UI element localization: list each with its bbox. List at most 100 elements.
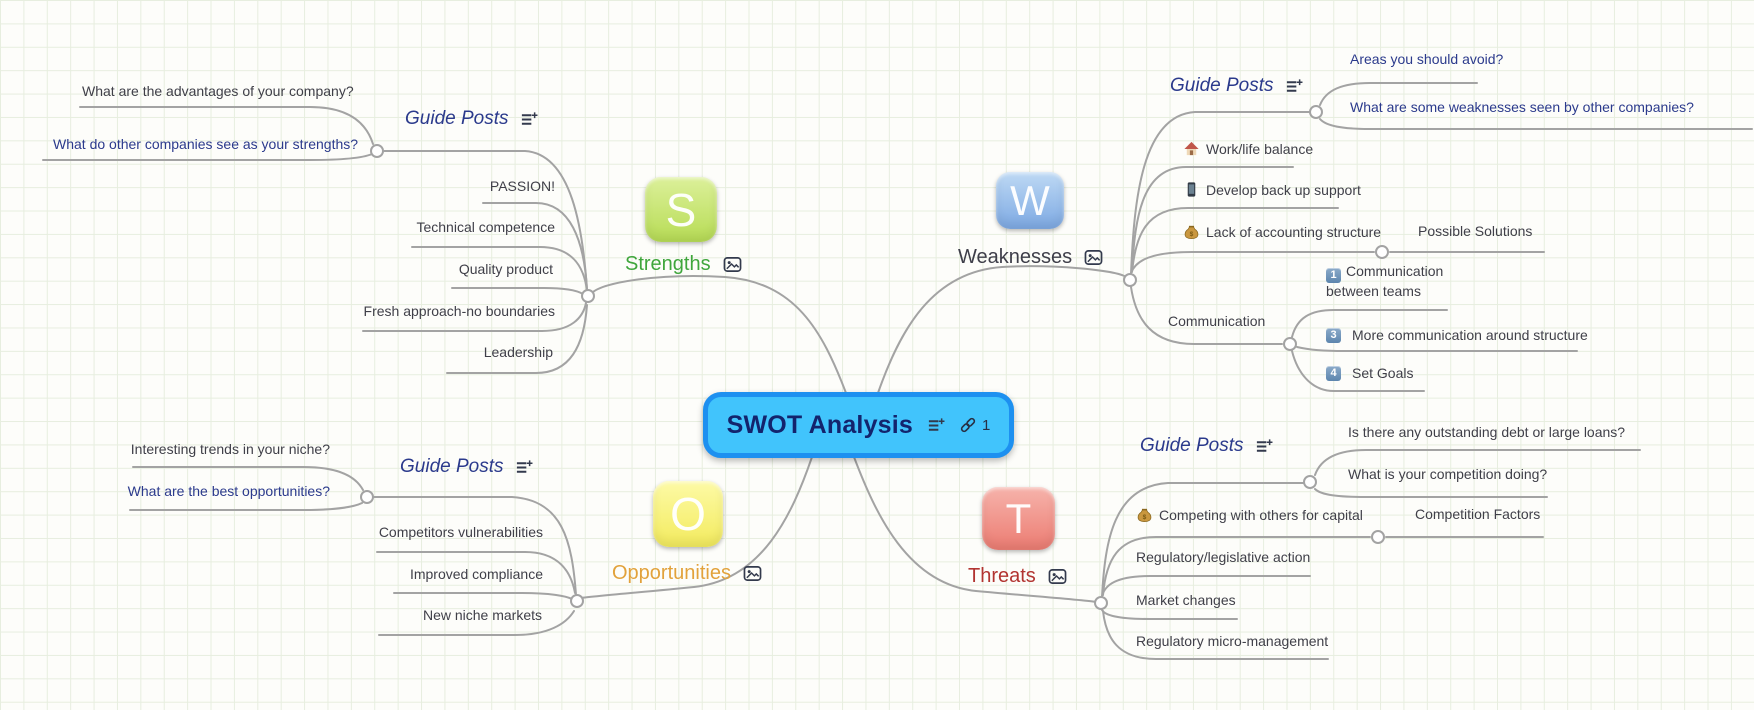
opportunities-question-1[interactable]: Interesting trends in your niche?	[130, 441, 330, 457]
connector-weaknesses-q2	[1319, 118, 1753, 130]
note-icon[interactable]	[926, 417, 945, 434]
money-bag-icon	[1136, 506, 1153, 523]
note-icon[interactable]	[1284, 78, 1303, 95]
threats-question-1[interactable]: Is there any outstanding debt or large l…	[1348, 424, 1626, 440]
connector-weaknesses	[877, 265, 1127, 394]
note-icon[interactable]	[514, 459, 533, 476]
threats-item-micro[interactable]: Regulatory micro-management	[1136, 633, 1329, 649]
weaknesses-item-possible-solutions[interactable]: Possible Solutions	[1418, 223, 1533, 239]
opportunities-guideposts-toggle[interactable]	[360, 490, 374, 504]
opportunities-letter-badge[interactable]: O	[653, 481, 723, 547]
communication-toggle[interactable]	[1283, 337, 1297, 351]
image-icon[interactable]	[1048, 568, 1067, 585]
connector-communication	[1130, 286, 1283, 345]
house-icon	[1183, 140, 1200, 157]
opportunities-item-compliance[interactable]: Improved compliance	[409, 566, 543, 582]
strengths-letter-badge[interactable]: S	[645, 177, 717, 242]
note-icon[interactable]	[519, 111, 538, 128]
weaknesses-node[interactable]: Weaknesses	[958, 246, 1103, 269]
opportunities-letter: O	[670, 488, 706, 540]
weaknesses-guideposts-label: Guide Posts	[1170, 75, 1274, 96]
connector-micro	[1102, 610, 1329, 660]
opportunities-guideposts-node[interactable]: Guide Posts	[400, 456, 533, 478]
strengths-question-1[interactable]: What are the advantages of your company?	[82, 83, 354, 99]
connector-newniche	[378, 610, 575, 636]
image-icon[interactable]	[743, 565, 762, 582]
threats-node[interactable]: Threats	[968, 565, 1067, 588]
weaknesses-item-accounting[interactable]: Lack of accounting structure	[1183, 223, 1381, 240]
connector-fresh	[362, 302, 587, 332]
opportunities-question-2[interactable]: What are the best opportunities?	[127, 483, 330, 499]
accounting-toggle[interactable]	[1375, 245, 1389, 259]
weaknesses-item-backup[interactable]: Develop back up support	[1183, 181, 1361, 198]
connector-weaknesses-guideposts	[1130, 111, 1311, 275]
strengths-question-2[interactable]: What do other companies see as your stre…	[53, 136, 359, 152]
opportunities-label: Opportunities	[612, 562, 731, 584]
opportunities-hub-toggle[interactable]	[570, 594, 584, 608]
weaknesses-label: Weaknesses	[958, 246, 1073, 268]
threats-item-reg-action[interactable]: Regulatory/legislative action	[1136, 549, 1311, 565]
weaknesses-hub-toggle[interactable]	[1123, 273, 1137, 287]
weaknesses-letter: W	[1010, 176, 1050, 224]
threats-question-2[interactable]: What is your competition doing?	[1348, 466, 1548, 482]
image-icon[interactable]	[723, 256, 742, 273]
opportunities-guideposts-label: Guide Posts	[400, 456, 504, 477]
strengths-guideposts-label: Guide Posts	[405, 108, 509, 129]
threats-guideposts-label: Guide Posts	[1140, 435, 1244, 456]
strengths-guideposts-node[interactable]: Guide Posts	[405, 108, 538, 130]
threats-guideposts-toggle[interactable]	[1303, 475, 1317, 489]
connector-reg-action	[1101, 575, 1311, 597]
strengths-item-quality[interactable]: Quality product	[458, 261, 553, 277]
connector-backup	[1131, 207, 1339, 273]
connector-comm4	[1291, 350, 1425, 392]
strengths-guideposts-toggle[interactable]	[370, 144, 384, 158]
weaknesses-question-1[interactable]: Areas you should avoid?	[1350, 51, 1504, 67]
strengths-item-leadership[interactable]: Leadership	[483, 344, 553, 360]
weaknesses-question-2[interactable]: What are some weaknesses seen by other c…	[1350, 99, 1694, 115]
threats-letter-badge[interactable]: T	[982, 487, 1055, 550]
connector-market	[1101, 609, 1238, 620]
opportunities-node[interactable]: Opportunities	[612, 562, 762, 585]
compete-toggle[interactable]	[1371, 530, 1385, 544]
connector-quality	[451, 287, 584, 295]
connector-opportunities-guideposts	[372, 496, 577, 596]
threats-letter: T	[1005, 494, 1032, 542]
link-icon[interactable]	[958, 415, 978, 435]
connector-accounting	[1130, 251, 1375, 274]
weaknesses-guideposts-toggle[interactable]	[1309, 105, 1323, 119]
strengths-item-fresh[interactable]: Fresh approach-no boundaries	[363, 303, 555, 319]
strengths-item-technical[interactable]: Technical competence	[416, 219, 555, 235]
threats-guideposts-node[interactable]: Guide Posts	[1140, 435, 1273, 457]
strengths-letter: S	[665, 183, 697, 236]
threats-hub-toggle[interactable]	[1094, 596, 1108, 610]
weaknesses-guideposts-node[interactable]: Guide Posts	[1170, 75, 1303, 97]
strengths-hub-toggle[interactable]	[581, 289, 595, 303]
opportunities-item-competitors[interactable]: Competitors vulnerabilities	[378, 524, 543, 540]
strengths-label: Strengths	[625, 253, 711, 275]
threats-item-market[interactable]: Market changes	[1136, 592, 1236, 608]
connector-leadership	[446, 304, 588, 374]
weaknesses-item-worklife[interactable]: Work/life balance	[1183, 140, 1313, 157]
connector-opportunities	[580, 456, 813, 599]
connector-worklife	[1131, 166, 1294, 272]
strengths-node[interactable]: Strengths	[625, 253, 742, 276]
threats-label: Threats	[968, 565, 1036, 587]
connector-strengths	[591, 275, 847, 394]
mobile-phone-icon	[1183, 181, 1200, 198]
note-icon[interactable]	[1254, 438, 1273, 455]
image-icon[interactable]	[1084, 249, 1103, 266]
opportunities-item-newniche[interactable]: New niche markets	[422, 607, 542, 623]
threats-item-competition-factors[interactable]: Competition Factors	[1415, 506, 1541, 522]
strengths-item-passion[interactable]: PASSION!	[489, 178, 555, 194]
weaknesses-item-communication[interactable]: Communication	[1168, 313, 1266, 329]
connector-opportunities-q1	[132, 466, 364, 491]
weaknesses-letter-badge[interactable]: W	[996, 172, 1064, 229]
connector-threats-guideposts	[1101, 482, 1305, 598]
threats-item-compete[interactable]: Competing with others for capital	[1136, 506, 1363, 523]
connector-strengths-q1	[79, 106, 374, 145]
root-node[interactable]: SWOT Analysis 1	[703, 392, 1014, 458]
